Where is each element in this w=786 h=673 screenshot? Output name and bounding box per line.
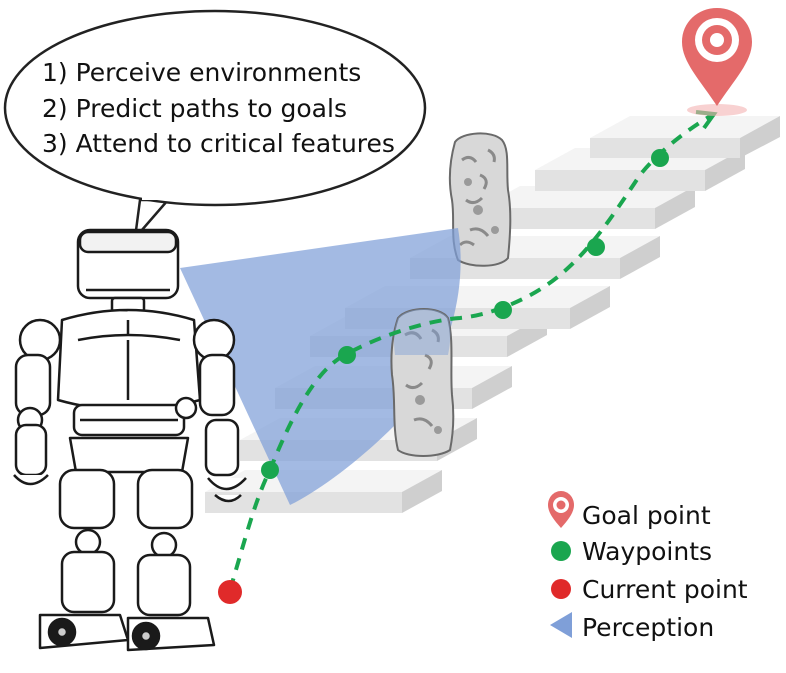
legend-item-waypoints: Waypoints [551, 537, 712, 566]
speech-bubble: 1) Perceive environments 2) Predict path… [3, 9, 427, 242]
waypoint-marker [338, 346, 356, 364]
legend-item-goal: Goal point [548, 491, 711, 530]
waypoint-marker [587, 238, 605, 256]
rock-pillar [448, 132, 512, 267]
legend-label-waypoints: Waypoints [582, 537, 712, 566]
bubble-line-1: 1) Perceive environments [42, 58, 361, 87]
goal-legend-icon [548, 491, 574, 528]
bubble-line-3: 3) Attend to critical features [42, 129, 395, 158]
stair-step [480, 186, 695, 229]
goal-pin-icon [682, 8, 752, 116]
waypoint-marker [261, 461, 279, 479]
legend-item-perception: Perception [550, 612, 714, 642]
legend-label-current: Current point [582, 575, 748, 604]
current-point-marker [218, 580, 242, 604]
legend: Goal point Waypoints Current point Perce… [548, 491, 748, 642]
waypoint-marker [651, 149, 669, 167]
current-point-legend-icon [551, 579, 571, 599]
legend-item-current: Current point [551, 575, 748, 604]
perception-legend-icon [550, 612, 572, 638]
legend-label-goal: Goal point [582, 501, 711, 530]
waypoint-legend-icon [551, 541, 571, 561]
perception-cone [180, 228, 461, 505]
rock-pillar [390, 308, 455, 457]
bubble-line-2: 2) Predict paths to goals [42, 94, 347, 123]
waypoint-marker [494, 301, 512, 319]
stair-step [590, 116, 780, 158]
robot-illustration [13, 228, 247, 652]
legend-label-perception: Perception [582, 613, 714, 642]
